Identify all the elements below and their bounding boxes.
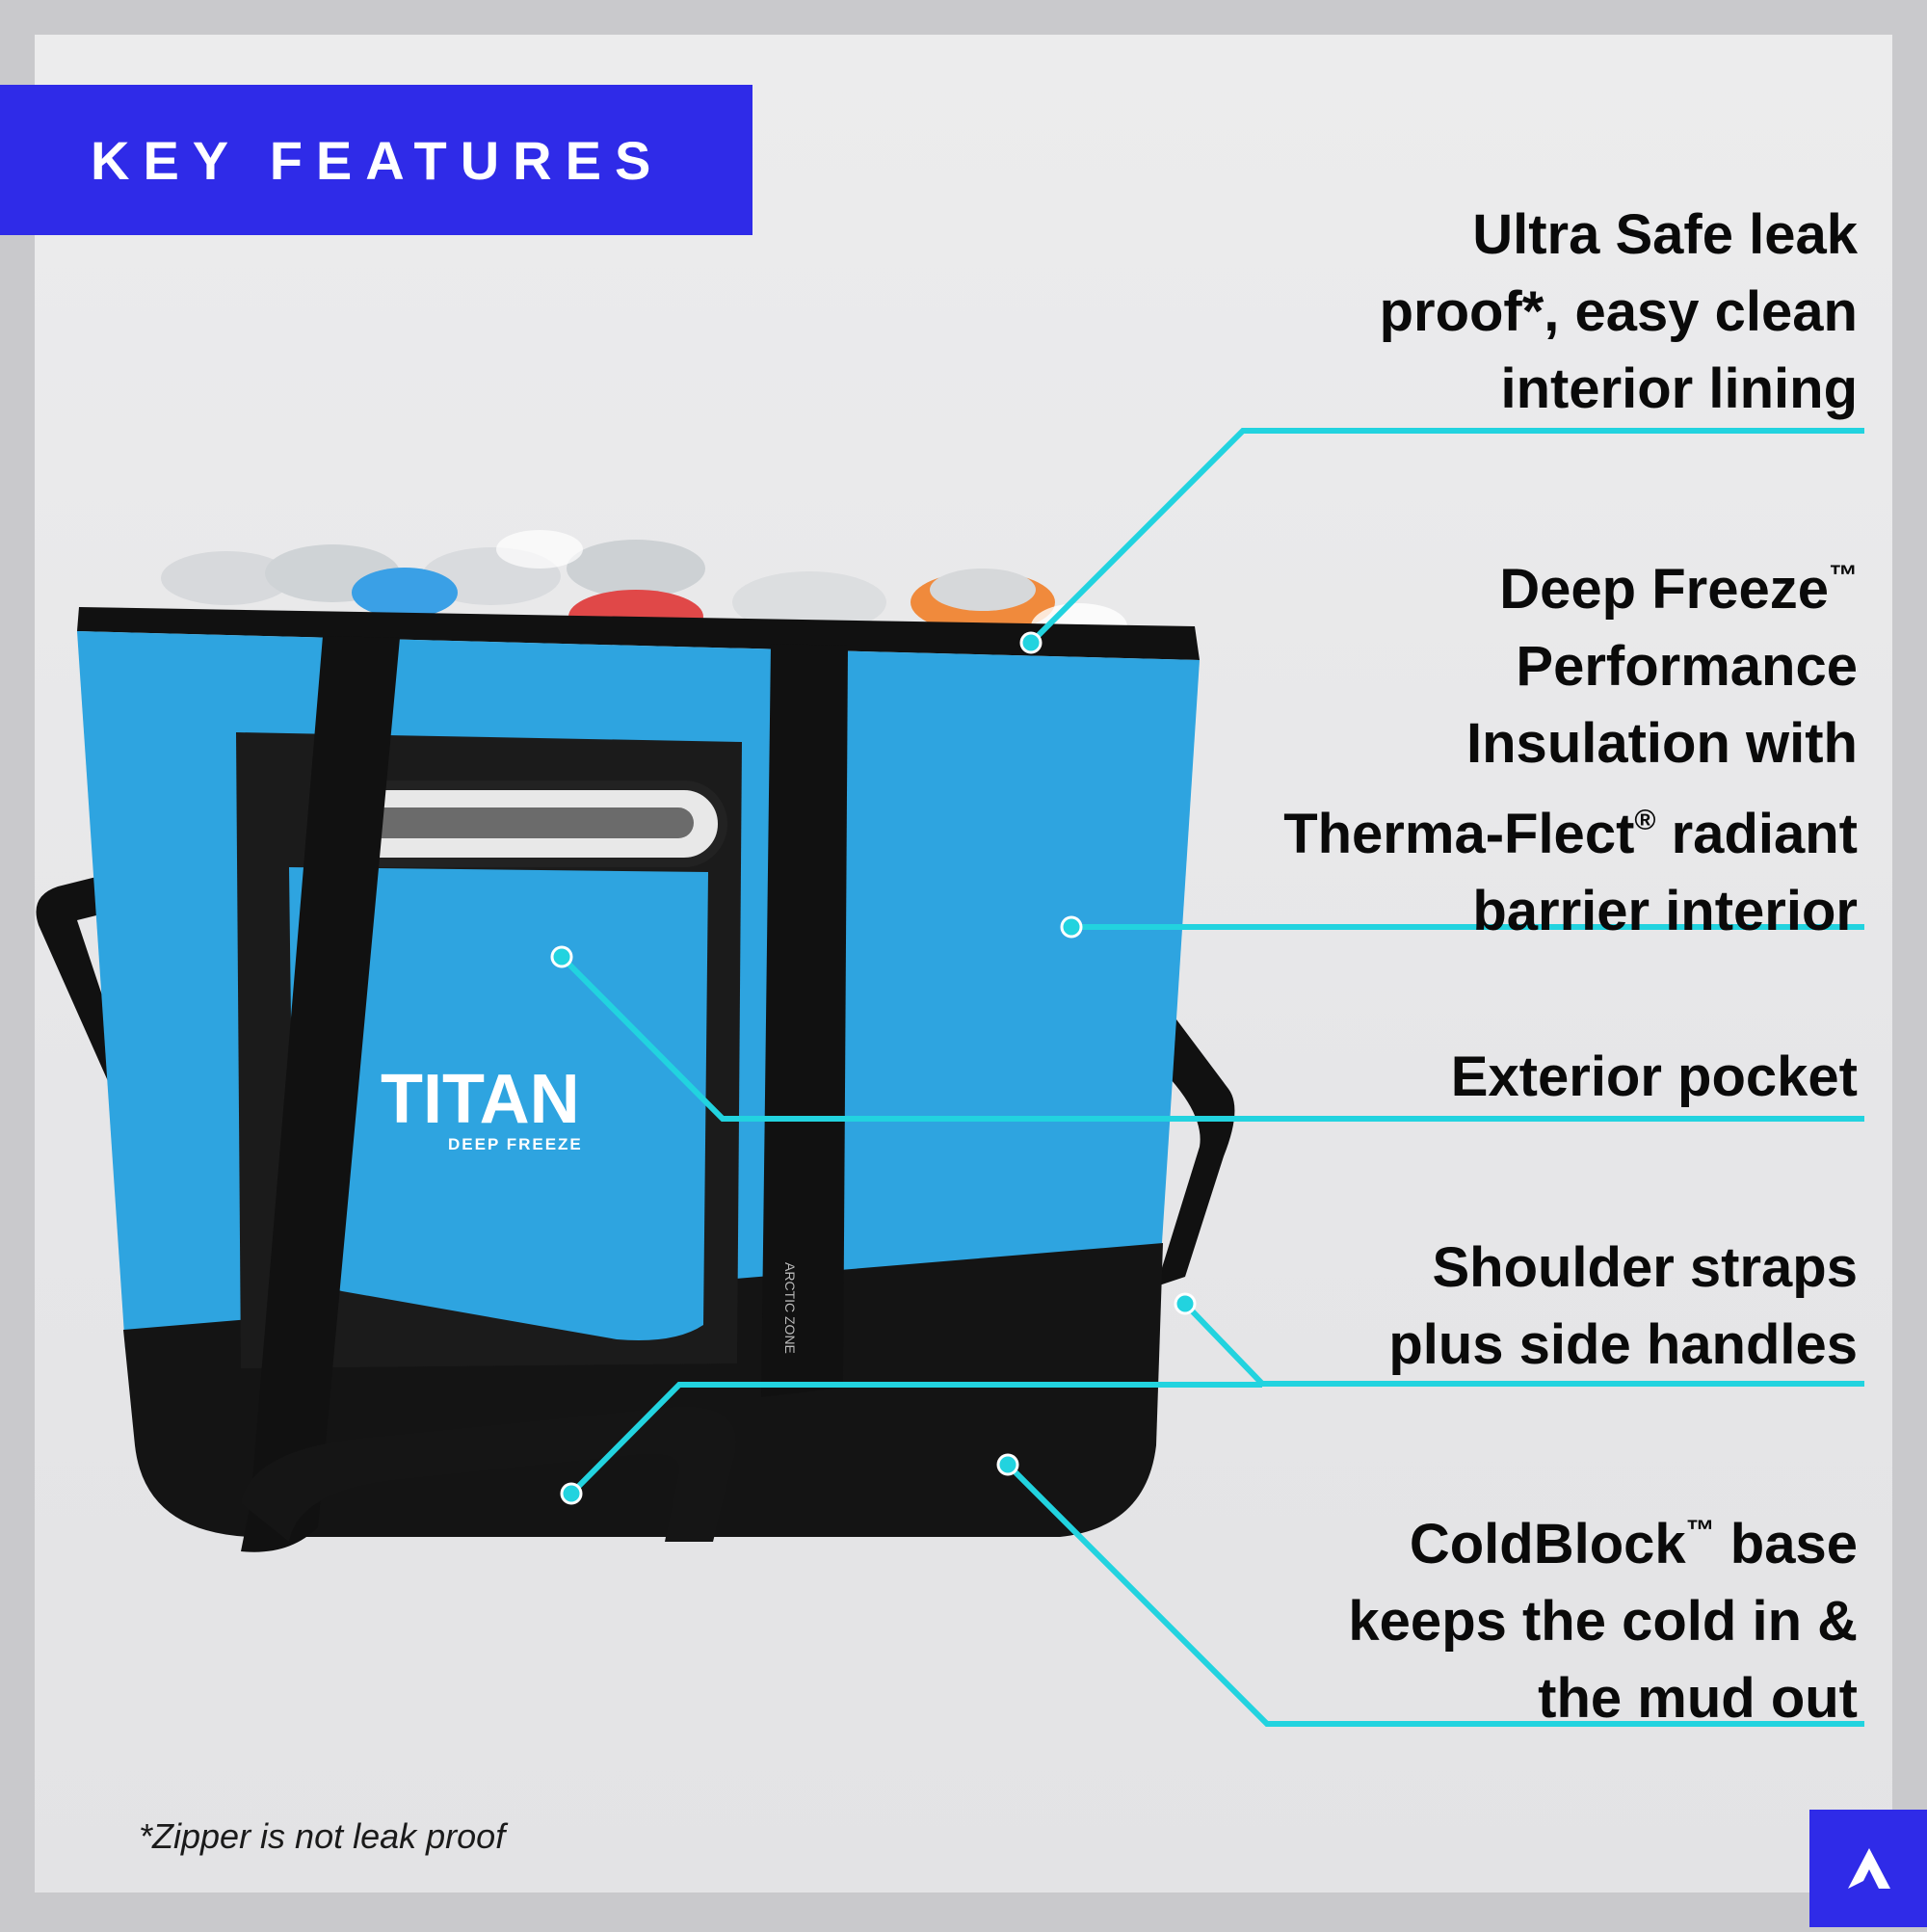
sub-brand-logo: DEEP FREEZE bbox=[448, 1135, 583, 1153]
feature-straps-handles: Shoulder straps plus side handles bbox=[1388, 1230, 1858, 1384]
key-features-banner: KEY FEATURES bbox=[0, 85, 752, 235]
trademark-mark: ™ bbox=[1685, 1515, 1715, 1547]
front-strap-right bbox=[761, 644, 848, 1397]
feature-line: proof*, easy clean bbox=[1379, 280, 1858, 343]
feature-line: Deep Freeze bbox=[1499, 558, 1829, 621]
brand-badge bbox=[1809, 1810, 1927, 1927]
feature-deep-freeze-insulation: Deep Freeze™ Performance Insulation with… bbox=[1283, 538, 1858, 950]
feature-line: Ultra Safe leak bbox=[1472, 203, 1858, 266]
feature-line: plus side handles bbox=[1388, 1313, 1858, 1376]
footnote: *Zipper is not leak proof bbox=[139, 1816, 506, 1856]
feature-line: barrier interior bbox=[1472, 880, 1858, 942]
feature-line: Therma-Flect bbox=[1283, 803, 1635, 865]
feature-line: base bbox=[1714, 1513, 1858, 1575]
registered-mark: ® bbox=[1634, 805, 1656, 836]
trademark-mark: ™ bbox=[1829, 560, 1858, 592]
feature-line: Performance bbox=[1516, 635, 1858, 698]
bottom-handle-loop bbox=[241, 1406, 736, 1542]
mountain-logo-icon bbox=[1848, 1848, 1890, 1889]
callout-line-5 bbox=[568, 1382, 1262, 1496]
front-strap-left bbox=[241, 636, 400, 1552]
feature-line: interior lining bbox=[1500, 357, 1858, 420]
pocket-panel bbox=[289, 867, 708, 1340]
right-side-handle bbox=[1156, 1012, 1235, 1286]
key-features-title: KEY FEATURES bbox=[91, 129, 665, 191]
side-brand-label: ARCTIC ZONE bbox=[782, 1262, 798, 1354]
feature-line: radiant bbox=[1655, 803, 1858, 865]
feature-exterior-pocket: Exterior pocket bbox=[1451, 1039, 1858, 1116]
callout-line-6 bbox=[1005, 1462, 1864, 1727]
feature-line: the mud out bbox=[1538, 1667, 1858, 1730]
callout-dots bbox=[550, 631, 1197, 1505]
feature-line: ColdBlock bbox=[1409, 1513, 1686, 1575]
feature-line: Insulation with bbox=[1466, 712, 1858, 775]
feature-leak-proof-lining: Ultra Safe leak proof*, easy clean inter… bbox=[1380, 197, 1858, 428]
brand-logo: TITAN bbox=[381, 1061, 580, 1138]
feature-line: keeps the cold in & bbox=[1348, 1590, 1858, 1653]
feature-line: Exterior pocket bbox=[1450, 1045, 1858, 1108]
feature-line: Shoulder straps bbox=[1432, 1236, 1858, 1299]
feature-coldblock-base: ColdBlock™ base keeps the cold in & the … bbox=[1348, 1493, 1858, 1737]
bag-rim bbox=[77, 607, 1200, 660]
callout-line-3 bbox=[559, 954, 1864, 1122]
callout-lines bbox=[559, 428, 1864, 1727]
callout-line-1 bbox=[1028, 428, 1864, 646]
